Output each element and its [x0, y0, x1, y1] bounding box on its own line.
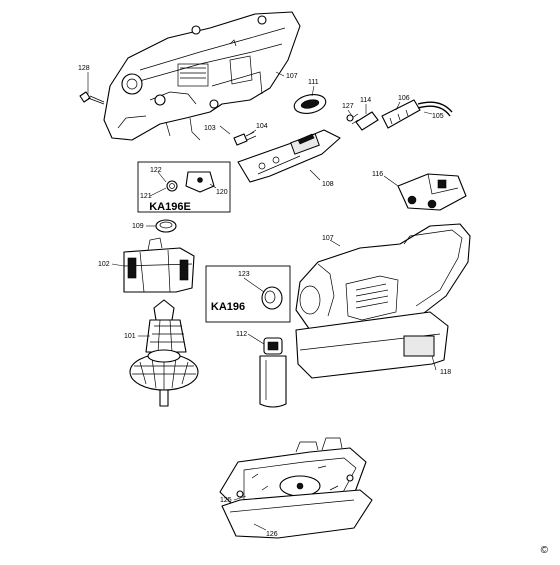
cable-sleeve-106 [381, 99, 421, 129]
sanding-sheet-126 [221, 489, 373, 539]
label-121: 121 [140, 193, 152, 200]
kit-label-ka196e: KA196E [149, 201, 191, 213]
label-114: 114 [360, 97, 371, 104]
switch-116 [397, 173, 467, 211]
label-108: 108 [322, 181, 334, 188]
label-120: 120 [216, 189, 228, 196]
leader-lines [87, 71, 437, 531]
copyright-mark: © [541, 545, 549, 556]
label-116: 116 [372, 171, 383, 178]
kit-box-ka196: KA196 [205, 265, 291, 323]
label-125: 125 [220, 497, 232, 504]
power-cable-105 [417, 101, 453, 117]
label-118: 118 [440, 369, 451, 376]
bottle-112 [259, 337, 287, 408]
switch-plate-108 [237, 129, 341, 183]
part-labels: 128 107 111 106 114 127 105 103 104 108 … [78, 65, 451, 538]
label-107-upper: 107 [286, 73, 298, 80]
label-101: 101 [124, 333, 136, 340]
cable-clamp-114 [346, 111, 379, 131]
label-127: 127 [342, 103, 354, 110]
bearing-109 [155, 219, 177, 233]
label-107-lower: 107 [322, 235, 334, 242]
armature-101 [129, 299, 199, 407]
label-109: 109 [132, 223, 144, 230]
label-105: 105 [432, 113, 444, 120]
kit-label-ka196: KA196 [211, 301, 245, 313]
label-111: 111 [308, 79, 319, 86]
label-103: 103 [204, 125, 216, 132]
sander-body-107 [295, 223, 471, 379]
label-122: 122 [150, 167, 162, 174]
label-126: 126 [266, 531, 278, 538]
screw-128 [79, 91, 105, 105]
label-104: 104 [256, 123, 268, 130]
grommet-111 [293, 94, 327, 114]
label-123: 123 [238, 271, 250, 278]
housing-half-107 [103, 11, 301, 141]
label-128: 128 [78, 65, 90, 72]
label-102: 102 [98, 261, 110, 268]
stator-102 [123, 237, 195, 293]
capacitor-104 [233, 131, 257, 146]
label-112: 112 [236, 331, 247, 338]
label-106: 106 [398, 95, 410, 102]
